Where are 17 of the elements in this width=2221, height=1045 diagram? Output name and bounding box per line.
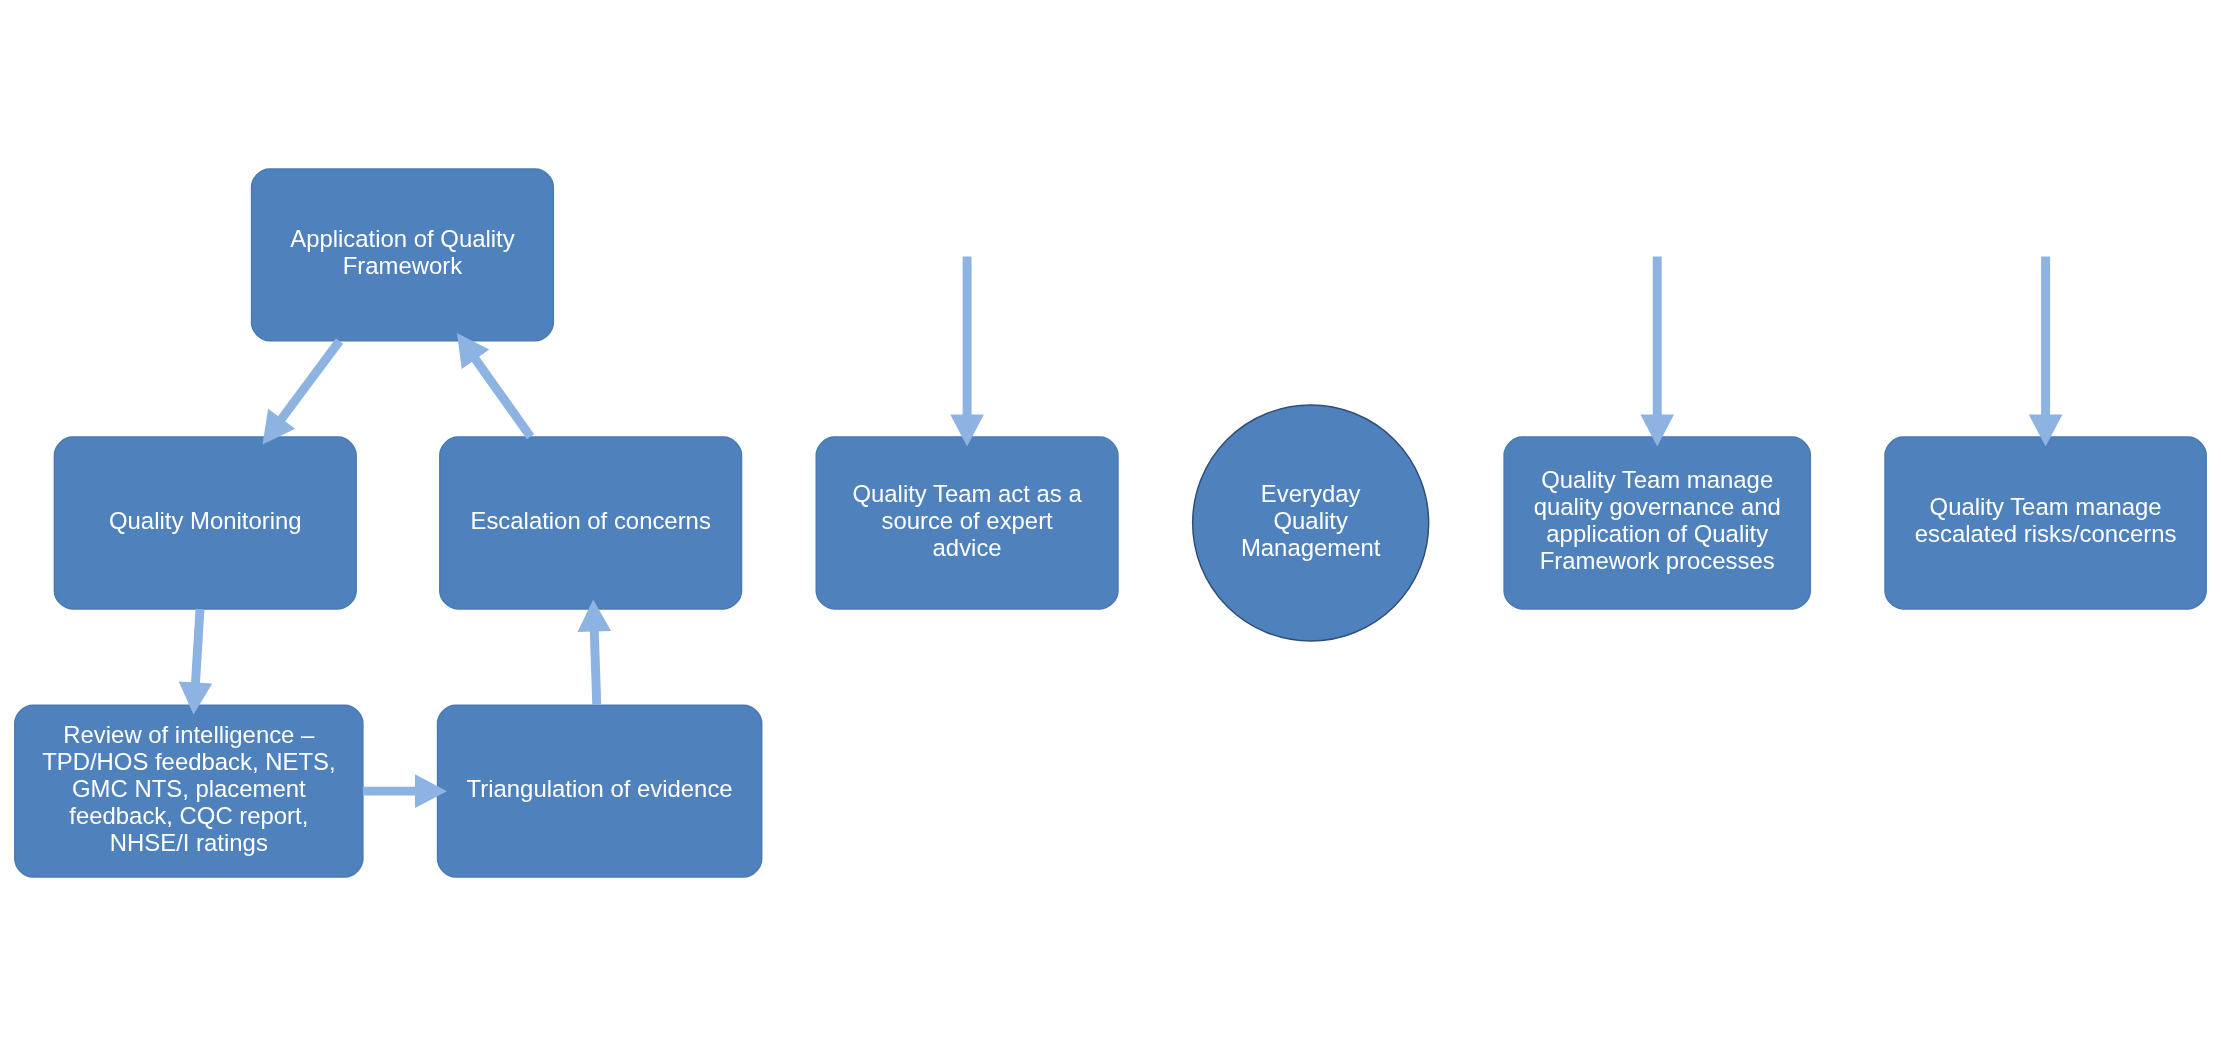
node-box: Review of intelligence – TPD/HOS feedback, NETS, GMC NTS, placement feedback, CQC report, NHSE/I ratings xyxy=(14,704,364,878)
node-box: Application of Quality Framework xyxy=(250,167,555,341)
arrow xyxy=(577,599,612,705)
node-box: Triangulation of evidence xyxy=(436,704,763,878)
node-box: Escalation of concerns xyxy=(439,435,743,610)
node-box: Quality Monitoring xyxy=(53,435,357,610)
arrow xyxy=(1640,256,1675,447)
node-circle: Everyday Quality Management xyxy=(1191,403,1430,642)
node-box: Quality Team manage escalated risks/concerns xyxy=(1884,435,2207,610)
arrow xyxy=(178,608,213,715)
arrow xyxy=(2028,256,2063,447)
arrow xyxy=(362,773,447,808)
arrow xyxy=(262,337,344,444)
node-box: Quality Team manage quality governance and application of Quality Framework processes xyxy=(1503,435,1812,610)
arrow xyxy=(456,332,535,439)
node-box: Quality Team act as a source of expert advice xyxy=(815,435,1119,610)
arrow xyxy=(950,256,984,447)
